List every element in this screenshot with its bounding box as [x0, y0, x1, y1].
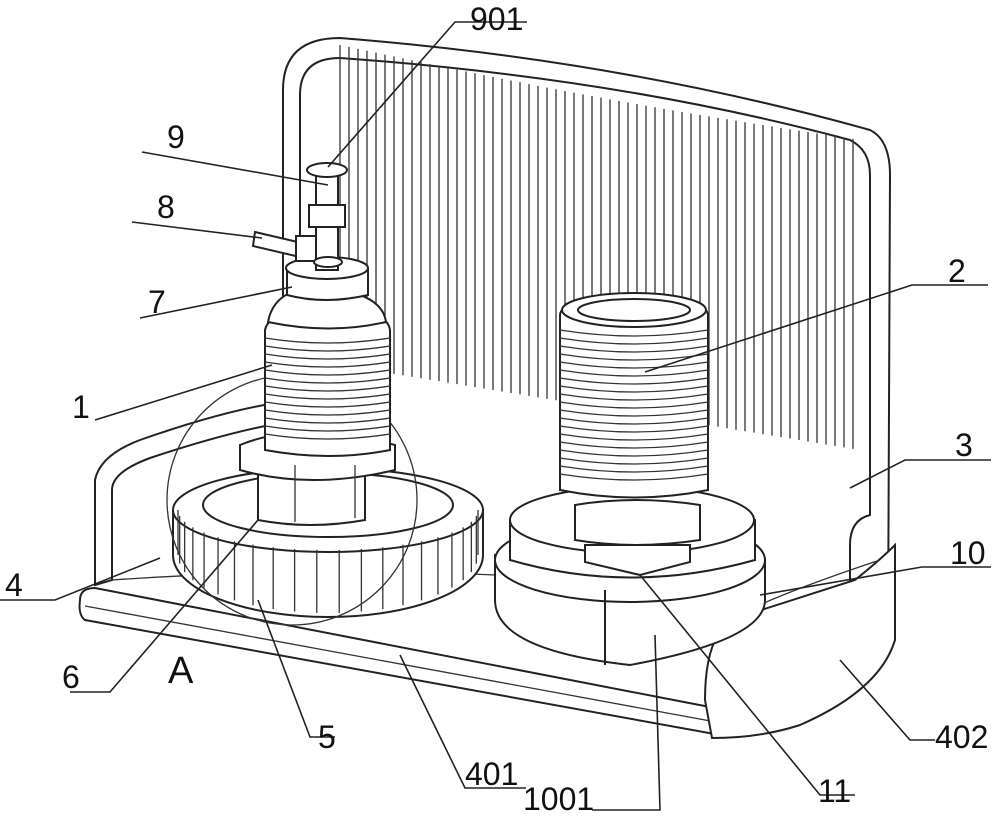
- rib-line: [264, 337, 391, 344]
- label-1: 1: [72, 389, 90, 425]
- rib-line: [559, 345, 709, 353]
- leader-lines: [0, 21, 991, 811]
- label-401: 401: [465, 756, 518, 792]
- left-bottle: [239, 162, 396, 526]
- rib-line: [559, 329, 709, 337]
- rib-line: [264, 369, 391, 376]
- rib-line: [559, 433, 709, 441]
- label-5: 5: [318, 719, 336, 755]
- rib-line: [559, 401, 709, 409]
- right-holder: [494, 292, 766, 667]
- rib-line: [559, 337, 709, 345]
- rib-line: [264, 417, 391, 424]
- label-3: 3: [955, 427, 973, 463]
- bottle2-ribs: [559, 329, 709, 481]
- rib-line: [264, 377, 391, 384]
- rib-line: [264, 353, 391, 360]
- rib-line: [264, 433, 391, 440]
- label-7: 7: [148, 284, 166, 320]
- label-11: 11: [818, 773, 851, 809]
- rib-line: [559, 393, 709, 401]
- label-6: 6: [62, 659, 80, 695]
- labels: 901 9 8 7 2 1 3 10 4 6 A 5 401 402 1001 …: [5, 1, 988, 817]
- rib-line: [559, 361, 709, 369]
- label-a: A: [168, 650, 194, 692]
- rib-line: [264, 409, 391, 416]
- rib-line: [559, 457, 709, 465]
- rib-line: [264, 425, 391, 432]
- label-901: 901: [470, 1, 523, 37]
- label-402: 402: [935, 719, 988, 755]
- label-2: 2: [948, 253, 966, 289]
- rib-line: [559, 441, 709, 449]
- rib-line: [264, 393, 391, 400]
- rib-line: [559, 377, 709, 385]
- rib-line: [559, 409, 709, 417]
- rib-line: [559, 385, 709, 393]
- rib-line: [559, 417, 709, 425]
- bottle-ribs: [264, 337, 391, 440]
- rib-line: [559, 449, 709, 457]
- rib-line: [559, 473, 709, 481]
- rib-line: [559, 465, 709, 473]
- rib-line: [264, 345, 391, 352]
- rib-line: [559, 425, 709, 433]
- label-1001: 1001: [523, 781, 594, 817]
- label-9: 9: [167, 119, 185, 155]
- rib-line: [264, 385, 391, 392]
- gear-teeth: [177, 510, 479, 613]
- label-8: 8: [157, 189, 175, 225]
- base-tray: [78, 398, 896, 740]
- rib-line: [559, 369, 709, 377]
- rib-line: [264, 401, 391, 408]
- label-10: 10: [950, 535, 986, 571]
- rib-line: [264, 361, 391, 368]
- label-4: 4: [5, 567, 23, 603]
